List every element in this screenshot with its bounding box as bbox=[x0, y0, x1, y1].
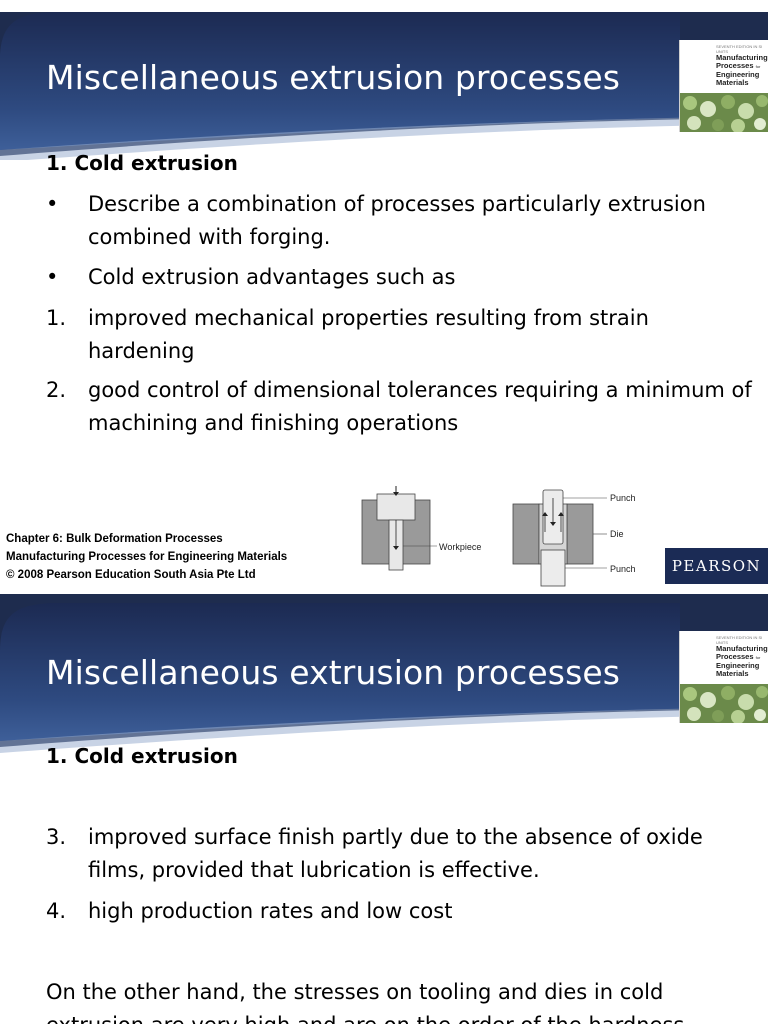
slide-2: Miscellaneous extrusion processes SEVENT… bbox=[0, 603, 768, 1024]
book-cover-thumbnail: SEVENTH EDITION IN SI UNITS Manufacturin… bbox=[679, 40, 768, 132]
pearson-logo: PEARSON bbox=[665, 548, 768, 584]
header-swoosh bbox=[0, 603, 768, 753]
numbered-item: 3. improved surface finish partly due to… bbox=[46, 821, 756, 887]
numbered-item: 1. improved mechanical properties result… bbox=[46, 302, 756, 368]
book-title-line-2: Processes for bbox=[716, 61, 761, 70]
book-title-line-4: Materials bbox=[716, 669, 749, 678]
slide-title: Miscellaneous extrusion processes bbox=[46, 58, 621, 97]
slide-1: Miscellaneous extrusion processes SEVENT… bbox=[0, 0, 768, 594]
numbered-item: 4. high production rates and low cost bbox=[46, 895, 756, 928]
section-heading: 1. Cold extrusion bbox=[46, 151, 238, 175]
label-punch-top: Punch bbox=[610, 493, 636, 503]
body-paragraph: On the other hand, the stresses on tooli… bbox=[46, 980, 684, 1024]
extrusion-die-right bbox=[512, 489, 607, 587]
book-cover-art bbox=[680, 93, 768, 132]
bullet-text: Cold extrusion advantages such as bbox=[88, 265, 456, 289]
book-title-line-4: Materials bbox=[716, 78, 749, 87]
number-marker: 2. bbox=[46, 378, 67, 402]
bullet-text: Describe a combination of processes part… bbox=[88, 192, 706, 249]
footer-copyright: © 2008 Pearson Education South Asia Pte … bbox=[6, 569, 256, 581]
cold-extrusion-diagram: Workpiece Punch Die Punch bbox=[361, 486, 636, 587]
numbered-text: high production rates and low cost bbox=[88, 899, 453, 923]
bullet-item: • Cold extrusion advantages such as bbox=[46, 261, 756, 294]
numbered-text: improved mechanical properties resulting… bbox=[88, 306, 649, 363]
book-title-line-1: Manufacturing bbox=[716, 53, 768, 62]
slide-title: Miscellaneous extrusion processes bbox=[46, 653, 621, 692]
bullet-marker: • bbox=[46, 265, 59, 289]
label-workpiece: Workpiece bbox=[439, 542, 481, 552]
numbered-text: good control of dimensional tolerances r… bbox=[88, 378, 752, 435]
number-marker: 1. bbox=[46, 306, 67, 330]
numbered-item: 2. good control of dimensional tolerance… bbox=[46, 374, 756, 440]
book-series: SEVENTH EDITION IN SI UNITS bbox=[716, 44, 763, 54]
label-die: Die bbox=[610, 529, 624, 539]
section-heading: 1. Cold extrusion bbox=[46, 744, 238, 768]
header-swoosh bbox=[0, 12, 768, 160]
footer-book: Manufacturing Processes for Engineering … bbox=[6, 551, 288, 563]
book-cover-art bbox=[680, 684, 768, 723]
bullet-item: • Describe a combination of processes pa… bbox=[46, 188, 756, 254]
book-title-line-3: Engineering bbox=[716, 70, 760, 79]
number-marker: 4. bbox=[46, 899, 67, 923]
book-title-line-2: Processes for bbox=[716, 652, 761, 661]
number-marker: 3. bbox=[46, 825, 67, 849]
numbered-text: improved surface finish partly due to th… bbox=[88, 825, 703, 882]
label-punch-bottom: Punch bbox=[610, 564, 636, 574]
book-cover-thumbnail: SEVENTH EDITION IN SI UNITS Manufacturin… bbox=[679, 631, 768, 723]
slide-footer: Chapter 6: Bulk Deformation Processes Ma… bbox=[6, 530, 287, 584]
book-series: SEVENTH EDITION IN SI UNITS bbox=[716, 635, 763, 645]
bullet-marker: • bbox=[46, 192, 59, 216]
extrusion-die-left bbox=[361, 486, 437, 571]
book-title-line-1: Manufacturing bbox=[716, 644, 768, 653]
footer-chapter: Chapter 6: Bulk Deformation Processes bbox=[6, 533, 223, 545]
book-title-line-3: Engineering bbox=[716, 661, 760, 670]
